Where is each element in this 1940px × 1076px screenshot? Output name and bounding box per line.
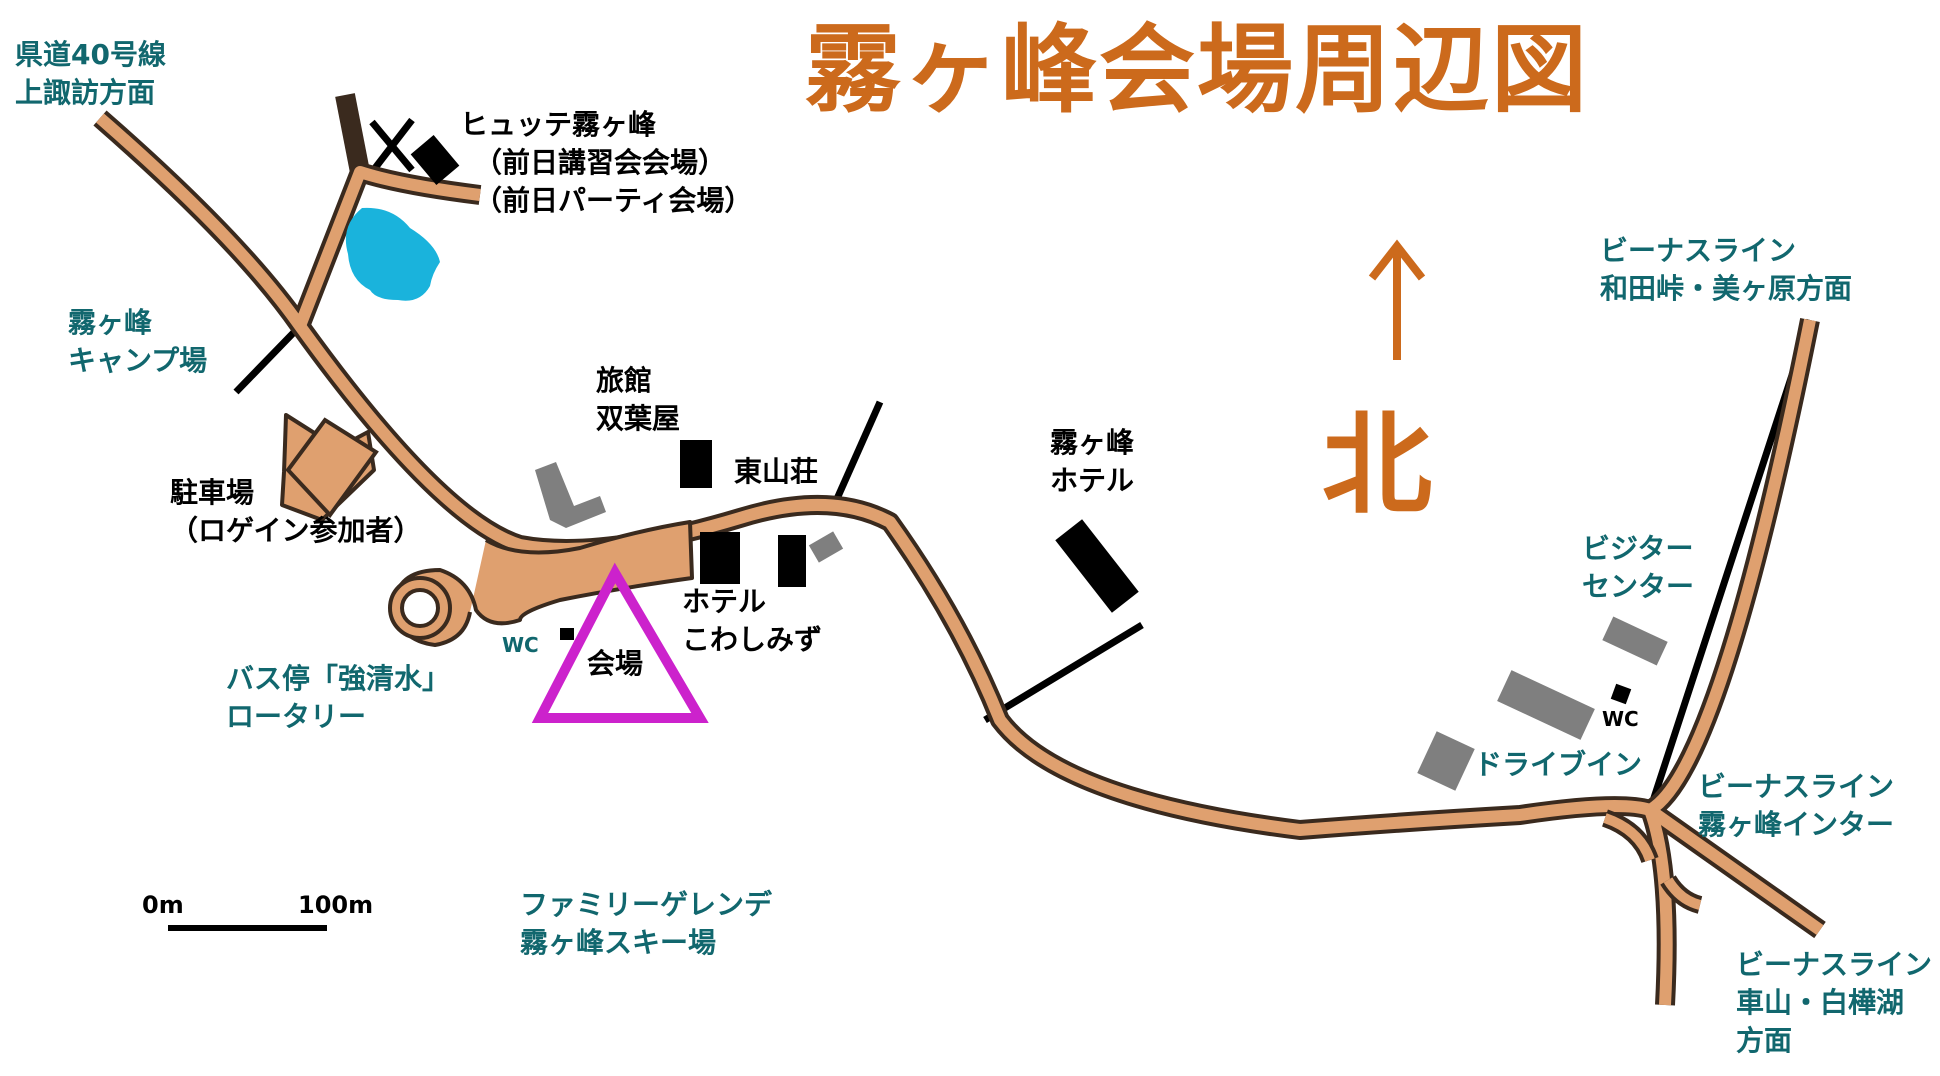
venue-label: 会場 bbox=[587, 647, 644, 680]
venus-bottom-line3: 方面 bbox=[1736, 1024, 1793, 1057]
camp-road bbox=[233, 323, 303, 395]
wc-left-label: WC bbox=[502, 633, 539, 657]
scale-start-label: 0m bbox=[142, 891, 184, 919]
higashiyama-building-1 bbox=[700, 532, 740, 584]
venus-bottom-line1: ビーナスライン bbox=[1736, 948, 1933, 981]
venus-bottom-line2: 車山・白樺湖 bbox=[1736, 986, 1905, 1019]
hotel-kirigamine-label: 霧ヶ峰 ホテル bbox=[1050, 424, 1134, 500]
hutte-line1: ヒュッテ霧ヶ峰 bbox=[460, 108, 657, 141]
higashiyama-road bbox=[828, 400, 884, 512]
visitor-center-building bbox=[1602, 616, 1668, 666]
visitor-line1: ビジター bbox=[1582, 532, 1694, 565]
route40-line1: 県道40号線 bbox=[15, 38, 166, 71]
venus-bottom-label: ビーナスライン 車山・白樺湖 方面 bbox=[1736, 946, 1932, 1060]
venus-ic-line1: ビーナスライン bbox=[1698, 770, 1895, 803]
higashiyama-building-2 bbox=[778, 535, 806, 587]
buildings-black bbox=[410, 135, 1632, 705]
pond bbox=[345, 207, 440, 301]
camp-label: 霧ヶ峰 キャンプ場 bbox=[68, 304, 207, 380]
route40-line2: 上諏訪方面 bbox=[15, 76, 156, 109]
hutte-access-road bbox=[369, 117, 415, 175]
buildings-gray bbox=[535, 462, 1668, 791]
venus-top-label: ビーナスライン 和田峠・美ヶ原方面 bbox=[1600, 232, 1852, 308]
bus-line1: バス停「強清水」 bbox=[226, 662, 451, 695]
venus-top-line2: 和田峠・美ヶ原方面 bbox=[1600, 272, 1853, 305]
scale-end-label: 100m bbox=[298, 891, 374, 919]
ryokan-line2: 双葉屋 bbox=[596, 402, 681, 435]
ski-line2: 霧ヶ峰スキー場 bbox=[520, 926, 717, 959]
ski-area-label: ファミリーゲレンデ 霧ヶ峰スキー場 bbox=[520, 886, 772, 962]
hotel-kowa-line1: ホテル bbox=[682, 585, 767, 618]
venue-marker-triangle bbox=[531, 562, 709, 723]
camp-line2: キャンプ場 bbox=[68, 344, 208, 377]
hotel-kowashimizu-label: ホテル こわしみず bbox=[682, 583, 822, 659]
kirigamine-hotel-building bbox=[1055, 519, 1139, 613]
camp-line1: 霧ヶ峰 bbox=[68, 306, 153, 339]
ryokan-building bbox=[680, 440, 712, 488]
drivein-label: ドライブイン bbox=[1474, 748, 1643, 781]
wc-left-building bbox=[560, 628, 574, 640]
ryokan-line1: 旅館 bbox=[596, 364, 653, 397]
visitor-center-label: ビジター センター bbox=[1582, 530, 1694, 606]
higashiyama-label: 東山荘 bbox=[734, 455, 819, 488]
map-title: 霧ヶ峰会場周辺図 bbox=[805, 14, 1589, 126]
north-arrow-icon bbox=[1368, 239, 1426, 360]
venus-ic-label: ビーナスライン 霧ヶ峰インター bbox=[1698, 768, 1894, 844]
gray-building-center bbox=[808, 531, 844, 563]
bus-stop-label: バス停「強清水」 ロータリー bbox=[226, 660, 450, 736]
hotel-kowa-line2: こわしみず bbox=[682, 623, 823, 656]
ryokan-label: 旅館 双葉屋 bbox=[596, 362, 680, 438]
north-label: 北 bbox=[1322, 401, 1432, 529]
hotel-access-road bbox=[983, 622, 1144, 723]
hotel-kk-line2: ホテル bbox=[1050, 464, 1135, 497]
ski-line1: ファミリーゲレンデ bbox=[520, 888, 773, 921]
gray-building-left bbox=[535, 462, 606, 528]
hotel-kk-line1: 霧ヶ峰 bbox=[1050, 426, 1135, 459]
drivein-building-2 bbox=[1417, 731, 1475, 791]
venus-ic-line2: 霧ヶ峰インター bbox=[1698, 808, 1895, 841]
venus-top-line1: ビーナスライン bbox=[1600, 234, 1797, 267]
visitor-line2: センター bbox=[1582, 570, 1695, 603]
hutte-building bbox=[410, 135, 460, 185]
parking-line2: （ロゲイン参加者） bbox=[170, 514, 422, 547]
bus-line2: ロータリー bbox=[226, 700, 367, 733]
hutte-label: ヒュッテ霧ヶ峰 （前日講習会会場） （前日パーティ会場） bbox=[460, 106, 752, 220]
wc-right-label: WC bbox=[1602, 707, 1639, 731]
drivein-building-1 bbox=[1497, 670, 1595, 740]
hutte-line2: （前日講習会会場） bbox=[474, 146, 727, 179]
parking-line1: 駐車場 bbox=[170, 476, 255, 509]
route40-label: 県道40号線 上諏訪方面 bbox=[15, 36, 166, 112]
parking-label: 駐車場 （ロゲイン参加者） bbox=[170, 474, 421, 550]
wc-right-building bbox=[1610, 683, 1632, 705]
hutte-line3: （前日パーティ会場） bbox=[474, 184, 753, 217]
